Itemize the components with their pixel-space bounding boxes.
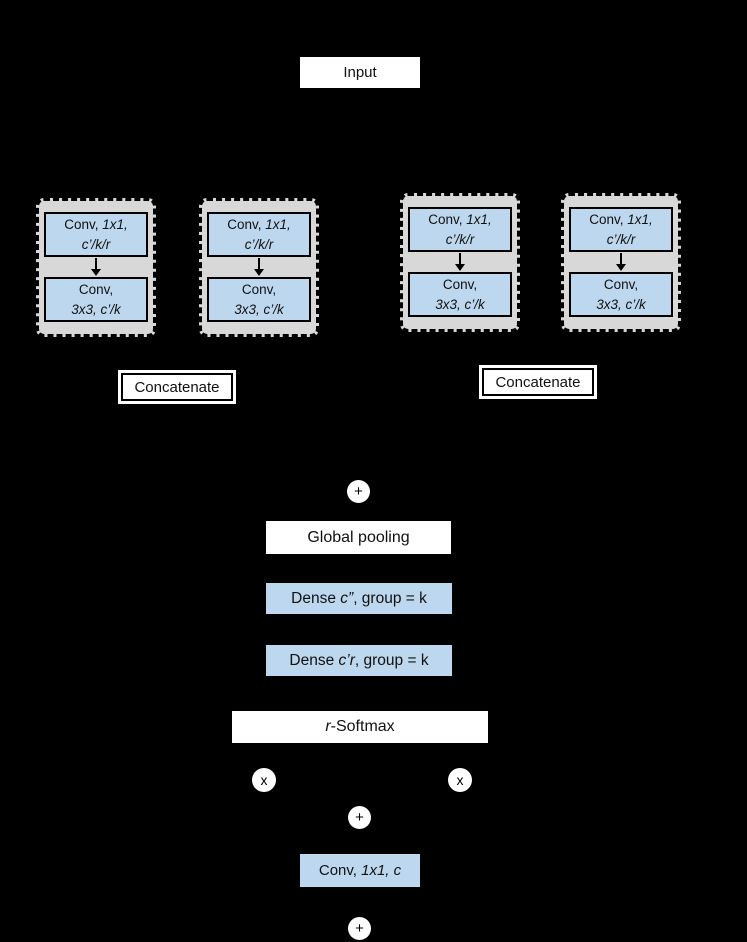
conv-label-segment: Conv,	[78, 282, 114, 298]
conv-label-line2: 3x3, c’/k	[209, 300, 309, 320]
dense-expand-box: Dense c’r, group = k	[266, 645, 452, 676]
conv-label-segment: Conv,	[589, 212, 628, 227]
concatenate-label: Concatenate	[495, 373, 581, 391]
conv-3x3-box: Conv, 3x3, c’/k	[207, 277, 311, 323]
down-arrow-icon	[91, 257, 101, 277]
conv-label-segment-italic: 1x1, c	[361, 862, 402, 879]
concatenate-box-left: Concatenate	[121, 373, 233, 401]
multiply-symbol: x	[456, 772, 464, 788]
dense-label: Dense c”, group = k	[291, 590, 427, 608]
conv-label-line2: c’/k/r	[410, 230, 510, 250]
input-label: Input	[343, 64, 377, 81]
conv-1x1-box: Conv, 1x1, c’/k/r	[569, 207, 673, 253]
add-operator-icon: +	[347, 480, 370, 503]
add-symbol: +	[355, 809, 364, 826]
down-arrow-icon	[616, 252, 626, 272]
concatenate-label: Concatenate	[134, 378, 220, 396]
arrow-head	[455, 264, 465, 272]
conv-label-line2: 3x3, c’/k	[46, 300, 146, 320]
conv-label-line1: Conv, 1x1,	[209, 215, 309, 235]
dense-label-segment: Dense	[291, 589, 341, 607]
global-pooling-label: Global pooling	[307, 528, 410, 546]
arrow-shaft	[620, 253, 622, 265]
multiply-operator-icon-left: x	[252, 768, 276, 792]
conv-3x3-box: Conv, 3x3, c’/k	[44, 277, 148, 323]
conv-3x3-box: Conv, 3x3, c’/k	[569, 272, 673, 318]
conv-label-segment: Conv,	[428, 212, 467, 227]
global-pooling-box: Global pooling	[266, 521, 451, 554]
conv-label-segment-italic: c’/k/r	[244, 236, 274, 252]
cardinal-group-1: Conv, 1x1, c’/k/r Conv, 3x3, c’/k	[36, 198, 156, 337]
conv-label-segment: Conv,	[318, 862, 362, 879]
multiply-operator-icon-right: x	[448, 768, 472, 792]
conv-label-line1: Conv, 1x1,	[46, 215, 146, 235]
down-arrow-icon	[254, 257, 264, 277]
dense-label-segment: , group = k	[354, 651, 429, 669]
conv-label-line2: 3x3, c’/k	[571, 295, 671, 315]
conv-label-segment-italic: c’/k/r	[81, 236, 111, 252]
conv-1x1-box: Conv, 1x1, c’/k/r	[44, 212, 148, 258]
down-arrow-icon	[455, 252, 465, 272]
softmax-label-segment-italic: r	[325, 718, 331, 735]
conv-label-line1: Conv, 1x1,	[410, 210, 510, 230]
conv-label-segment-italic: 3x3, c’/k	[435, 296, 485, 312]
conv-1x1-box: Conv, 1x1, c’/k/r	[408, 207, 512, 253]
dense-reduce-box: Dense c”, group = k	[266, 583, 452, 614]
add-symbol: +	[355, 920, 364, 937]
cardinal-group-3: Conv, 1x1, c’/k/r Conv, 3x3, c’/k	[400, 193, 520, 332]
conv-3x3-box: Conv, 3x3, c’/k	[408, 272, 512, 318]
add-operator-icon: +	[348, 806, 371, 829]
arrow-shaft	[95, 258, 97, 270]
conv-label-line2: c’/k/r	[571, 230, 671, 250]
conv-label-segment: Conv,	[64, 217, 103, 232]
conv-label-segment-italic: 3x3, c’/k	[71, 301, 121, 317]
conv-label-segment-italic: c’/k/r	[606, 231, 636, 247]
conv-output-box: Conv, 1x1, c	[300, 854, 420, 887]
conv-label-line1: Conv,	[571, 275, 671, 295]
conv-label-segment: Conv,	[603, 277, 639, 293]
dense-label-segment-italic: c’r	[338, 651, 355, 669]
conv-label-segment-italic: 1x1,	[102, 217, 128, 232]
concatenate-box-right: Concatenate	[482, 368, 594, 396]
dense-label-segment-italic: c”	[340, 589, 354, 607]
arrow-head	[616, 264, 626, 272]
conv-label-segment: Conv,	[227, 217, 266, 232]
softmax-label: r-Softmax	[325, 718, 394, 736]
conv-label-segment-italic: c’/k/r	[445, 231, 475, 247]
conv-label-segment-italic: 1x1,	[265, 217, 291, 232]
arrow-head	[254, 269, 264, 277]
conv-label-line2: 3x3, c’/k	[410, 295, 510, 315]
conv-label-line2: c’/k/r	[46, 235, 146, 255]
conv-label-line2: c’/k/r	[209, 235, 309, 255]
multiply-symbol: x	[260, 772, 268, 788]
conv-label-segment-italic: 1x1,	[466, 212, 492, 227]
conv-label-line1: Conv,	[410, 275, 510, 295]
cardinal-group-4: Conv, 1x1, c’/k/r Conv, 3x3, c’/k	[561, 193, 681, 332]
conv-label-segment-italic: 1x1,	[627, 212, 653, 227]
conv-label-line1: Conv,	[46, 280, 146, 300]
softmax-label-segment: -Softmax	[330, 718, 395, 735]
cardinal-group-2: Conv, 1x1, c’/k/r Conv, 3x3, c’/k	[199, 198, 319, 337]
input-box: Input	[300, 57, 420, 88]
add-operator-icon: +	[348, 917, 371, 940]
conv-label-segment-italic: 3x3, c’/k	[234, 301, 284, 317]
conv-label-segment-italic: 3x3, c’/k	[596, 296, 646, 312]
dense-label-segment: , group = k	[353, 589, 427, 607]
conv-label-line1: Conv, 1x1,	[571, 210, 671, 230]
softmax-box: r-Softmax	[232, 711, 488, 743]
arrow-head	[91, 269, 101, 277]
arrow-shaft	[459, 253, 461, 265]
conv-label-segment: Conv,	[241, 282, 277, 298]
conv-1x1-box: Conv, 1x1, c’/k/r	[207, 212, 311, 258]
conv-label-segment: Conv,	[442, 277, 478, 293]
conv-output-label: Conv, 1x1, c	[319, 862, 401, 879]
add-symbol: +	[354, 483, 363, 500]
conv-label-line1: Conv,	[209, 280, 309, 300]
arrow-shaft	[258, 258, 260, 270]
dense-label-segment: Dense	[289, 651, 339, 669]
dense-label: Dense c’r, group = k	[289, 652, 428, 670]
